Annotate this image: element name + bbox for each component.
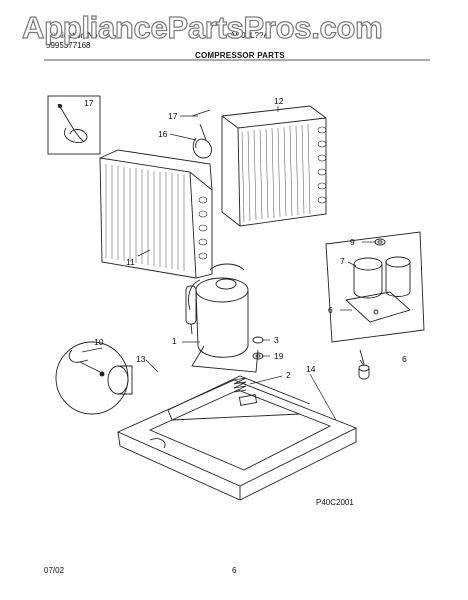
capacitor-inset [325,231,425,343]
overload-inset [55,341,133,415]
thermostat-bulb [191,109,212,159]
callout-12: 12 [274,96,284,106]
callout-14: 14 [306,364,316,374]
callout-9: 9 [350,237,355,247]
callout-6: 6 [402,354,407,364]
watermark-logo: AppliancePartsPros.com [21,9,383,45]
publication-label: Publication No [46,31,98,40]
diagram-code: P40C2001 [316,498,354,507]
compressor [185,263,259,373]
page-number: 6 [232,566,237,575]
callout-6: 6 [328,305,333,315]
spring [233,377,247,393]
callout-13: 13 [136,354,146,364]
evaporator-coil [99,149,213,279]
section-title: COMPRESSOR PARTS [195,51,285,60]
callout-10: 10 [94,337,104,347]
callout-19: 19 [274,351,284,361]
capacitor-strap [358,349,370,380]
model-number: AC05L??A [230,31,269,40]
callout-3: 3 [274,335,279,345]
footer-date: 07/02 [44,566,65,575]
callout-2: 2 [286,370,291,380]
callout-17: 17 [84,98,94,108]
publication-number: 5995377168 [46,41,91,50]
condenser-coil [221,105,327,227]
capillary-tube-inset [47,95,101,155]
base-pan [116,375,358,501]
callout-17: 17 [168,111,178,121]
callout-1: 1 [172,336,177,346]
grommet-parts [252,336,264,360]
callout-16: 16 [158,129,168,139]
callout-7: 7 [340,256,345,266]
callout-11: 11 [126,257,135,267]
